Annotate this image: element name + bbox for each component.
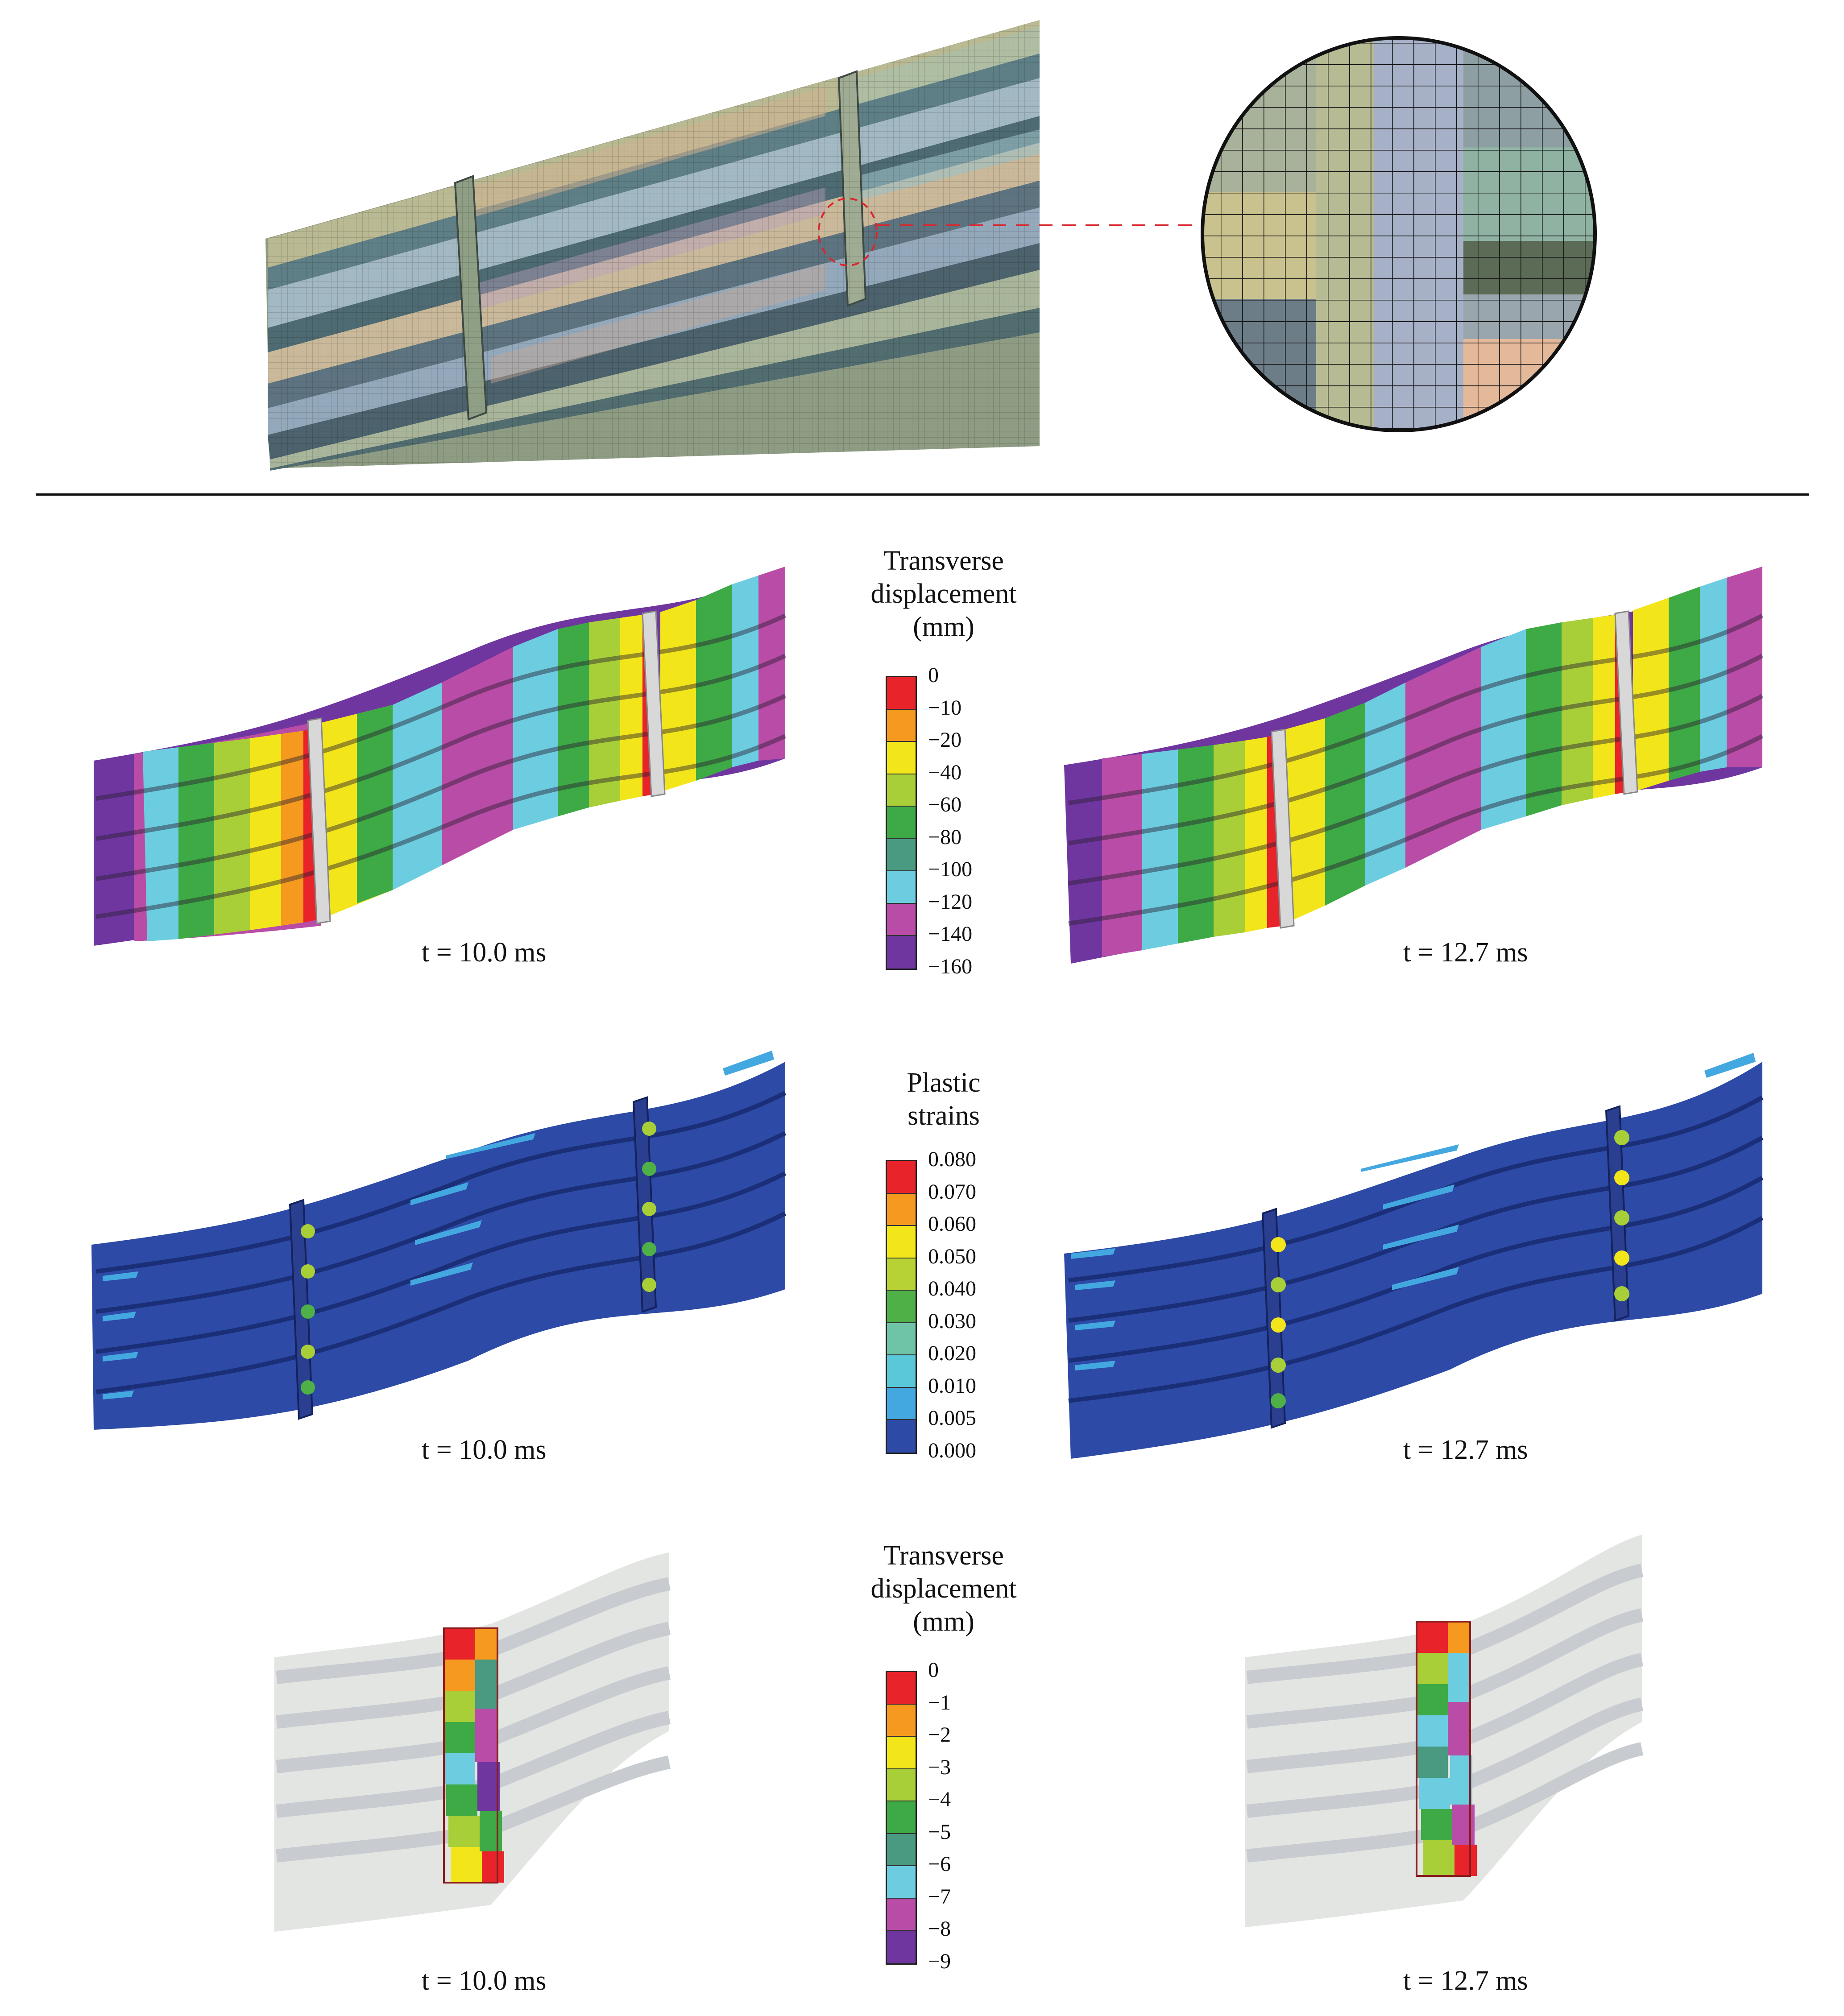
fe-mesh-figure xyxy=(265,20,1597,471)
colorbar-swatch xyxy=(887,936,916,969)
colorbar-swatch xyxy=(887,871,916,904)
colorbar-tick-label: −1 xyxy=(928,1690,951,1714)
colorbar-tick-label: 0.010 xyxy=(928,1374,976,1398)
colorbar-tick-label: −120 xyxy=(928,890,973,914)
colorbar-displacement-1 xyxy=(886,676,917,970)
legend-title-line: (mm) xyxy=(913,612,974,642)
colorbar-tick-label: −100 xyxy=(928,857,973,881)
colorbar-swatch xyxy=(887,1737,916,1769)
colorbar-tick-label: −20 xyxy=(928,728,962,752)
time-label-row2-right: t = 12.7 ms xyxy=(1403,1435,1528,1465)
colorbar-swatch xyxy=(887,1931,916,1963)
panel-deformed-12.7ms xyxy=(1064,567,1764,964)
colorbar-tick-label: −4 xyxy=(928,1788,951,1811)
colorbar-tick-label: −60 xyxy=(928,793,962,816)
colorbar-tick-label: 0.020 xyxy=(928,1341,976,1365)
colorbar-displacement-2 xyxy=(886,1671,917,1965)
colorbar-swatch xyxy=(887,1704,916,1737)
legend-title-line: displacement xyxy=(870,579,1017,609)
colorbar-swatch xyxy=(887,1420,916,1453)
legend-title-line: Plastic xyxy=(907,1068,981,1098)
colorbar-swatch xyxy=(887,1801,916,1834)
panel-strain-10ms xyxy=(91,1051,787,1430)
colorbar-tick-label: −40 xyxy=(928,760,962,784)
colorbar-tick-label: 0.040 xyxy=(928,1277,976,1300)
colorbar-swatch xyxy=(887,1769,916,1801)
time-label-row3-left: t = 10.0 ms xyxy=(422,1966,547,1996)
colorbar-tick-label: −2 xyxy=(928,1723,951,1747)
colorbar-swatch xyxy=(887,1193,916,1226)
time-label-row3-right: t = 12.7 ms xyxy=(1403,1966,1528,1996)
colorbar-swatch xyxy=(887,903,916,936)
legend-title-line: displacement xyxy=(870,1573,1017,1604)
legend-title-line: (mm) xyxy=(913,1606,974,1637)
colorbar-swatch xyxy=(887,774,916,807)
colorbar-tick-label: 0 xyxy=(928,1658,939,1682)
legend-title-displacement-1: Transverse displacement (mm) xyxy=(832,544,1055,643)
colorbar-swatch xyxy=(887,677,916,710)
colorbar-tick-label: 0.060 xyxy=(928,1212,976,1236)
legend-title-line: strains xyxy=(907,1101,980,1131)
colorbar-tick-label: 0.005 xyxy=(928,1406,976,1430)
colorbar-tick-label: −7 xyxy=(928,1884,951,1908)
colorbar-tick-label: −160 xyxy=(928,954,973,978)
colorbar-tick-label: −3 xyxy=(928,1755,951,1779)
colorbar-swatch xyxy=(887,742,916,774)
colorbar-tick-label: 0.080 xyxy=(928,1147,976,1171)
legend-title-displacement-2: Transverse displacement (mm) xyxy=(832,1539,1055,1638)
colorbar-tick-label: −5 xyxy=(928,1820,951,1844)
colorbar-swatch xyxy=(887,1898,916,1931)
time-label-row2-left: t = 10.0 ms xyxy=(422,1435,547,1465)
colorbar-swatch xyxy=(887,807,916,839)
legend-title-line: Transverse xyxy=(883,1540,1004,1571)
colorbar-swatch xyxy=(887,1161,916,1194)
time-label-row1-right: t = 12.7 ms xyxy=(1403,937,1528,968)
colorbar-swatch xyxy=(887,839,916,871)
colorbar-tick-label: 0.000 xyxy=(928,1438,976,1462)
colorbar-tick-label: −9 xyxy=(928,1949,951,1973)
colorbar-swatch xyxy=(887,1355,916,1388)
colorbar-tick-label: −10 xyxy=(928,695,962,720)
row2-plastic-strain-plots xyxy=(91,1051,1764,1459)
legend-title-line: Transverse xyxy=(883,546,1004,576)
colorbar-plastic-strains xyxy=(886,1160,917,1454)
detail-marker xyxy=(818,198,878,266)
colorbar-swatch xyxy=(887,1834,916,1866)
colorbar-tick-label: −80 xyxy=(928,825,962,849)
legend-title-plastic-strains: Plastic strains xyxy=(832,1066,1055,1132)
section-divider xyxy=(36,493,1809,496)
colorbar-tick-label: 0.030 xyxy=(928,1309,976,1333)
colorbar-swatch xyxy=(887,1387,916,1420)
colorbar-tick-label: −140 xyxy=(928,922,973,946)
colorbar-swatch xyxy=(887,1672,916,1705)
colorbar-tick-label: −6 xyxy=(928,1852,951,1876)
stiffened-panel-mesh xyxy=(265,20,1040,471)
colorbar-swatch xyxy=(887,1323,916,1355)
panel-strain-12.7ms xyxy=(1064,1053,1764,1459)
colorbar-swatch xyxy=(887,709,916,742)
panel-frame-12.7ms xyxy=(1245,1535,1644,1927)
colorbar-tick-label: 0.070 xyxy=(928,1180,976,1204)
frame-web-10ms xyxy=(443,1627,504,1884)
colorbar-swatch xyxy=(887,1226,916,1258)
colorbar-swatch xyxy=(887,1866,916,1899)
time-label-row1-left: t = 10.0 ms xyxy=(422,937,547,968)
panel-deformed-10ms xyxy=(94,567,787,946)
frame-web-12.7ms xyxy=(1416,1621,1477,1877)
colorbar-swatch xyxy=(887,1291,916,1323)
row1-displacement-plots xyxy=(94,567,1764,964)
colorbar-swatch xyxy=(887,1258,916,1291)
colorbar-tick-label: −8 xyxy=(928,1917,951,1941)
panel-frame-10ms xyxy=(274,1552,671,1932)
colorbar-tick-label: 0.050 xyxy=(928,1244,976,1268)
mesh-detail-magnifier xyxy=(1202,38,1595,431)
colorbar-tick-label: 0 xyxy=(928,663,939,687)
